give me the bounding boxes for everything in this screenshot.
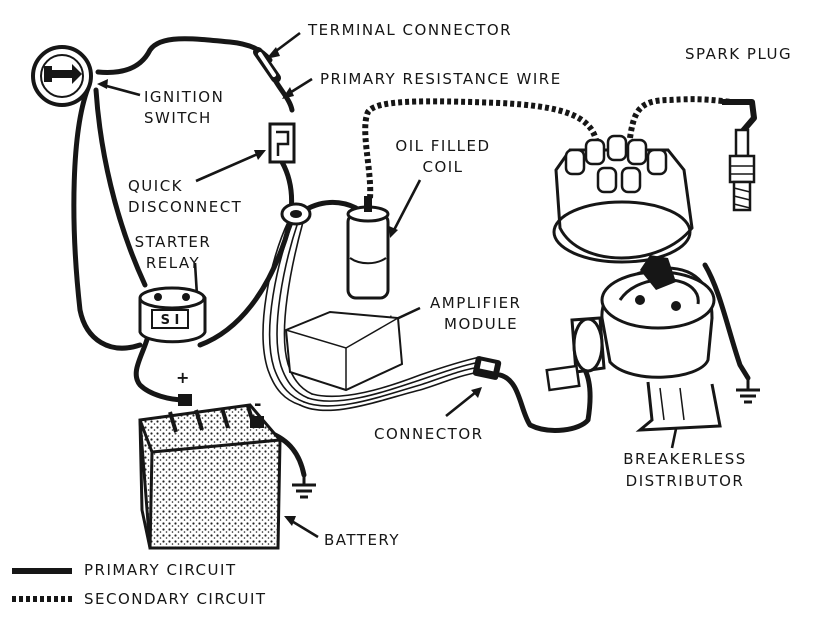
harness-connector	[472, 356, 502, 380]
amplifier-module	[284, 310, 404, 392]
resistance-wire-lower	[197, 159, 295, 348]
battery-plus-label: +	[176, 368, 190, 387]
battery-label: BATTERY	[324, 531, 401, 549]
legend-swatches	[12, 568, 72, 602]
cap-to-plug-wire	[627, 96, 733, 139]
coil-to-cap-wire	[362, 98, 599, 199]
starter-relay-label-2: RELAY	[145, 254, 201, 272]
ground-symbols	[292, 378, 760, 499]
distributor-cap	[552, 134, 694, 264]
amplifier-module-label-2: MODULE	[444, 315, 519, 333]
spark-plug-label: SPARK PLUG	[685, 45, 793, 63]
breakerless-distributor-label-1: BREAKERLESS	[623, 450, 747, 468]
distributor-ground-icon	[736, 378, 760, 404]
switch-to-relay-wire	[71, 85, 143, 351]
ignition-switch	[31, 45, 93, 107]
switch-to-terminal-wire	[95, 36, 273, 75]
starter-relay-label-1: STARTER	[134, 233, 212, 251]
battery-ground-icon	[292, 475, 316, 499]
breakerless-distributor-label-2: DISTRIBUTOR	[625, 472, 745, 490]
oil-filled-coil-label-2: COIL	[422, 158, 464, 176]
secondary-wires	[362, 96, 733, 199]
amplifier-module-label-1: AMPLIFIER	[430, 294, 522, 312]
battery-minus-label: -	[254, 394, 262, 415]
connector-label: CONNECTOR	[374, 425, 484, 443]
primary-wires	[71, 36, 751, 478]
terminal-connector	[253, 47, 281, 83]
switch-to-relay-wire-2	[93, 87, 148, 288]
relay-marking: S I	[161, 313, 180, 328]
ignition-switch-label-2: SWITCH	[144, 109, 212, 127]
connector-to-distributor-wire	[497, 367, 593, 433]
harness-grommet	[280, 202, 312, 226]
quick-disconnect-label-2: DISCONNECT	[128, 198, 243, 216]
breakerless-distributor	[545, 255, 722, 432]
ignition-switch-label-1: IGNITION	[144, 88, 225, 106]
terminal-connector-label: TERMINAL CONNECTOR	[308, 21, 513, 39]
spark-plug	[722, 99, 757, 212]
primary-resistance-wire-label: PRIMARY RESISTANCE WIRE	[320, 70, 562, 88]
oil-filled-coil	[346, 196, 390, 300]
relay-to-battery-wire	[133, 322, 188, 403]
battery	[138, 394, 282, 550]
distributor-ground-wire	[702, 262, 751, 381]
quick-disconnect	[268, 122, 296, 164]
quick-disconnect-label-1: QUICK	[128, 177, 184, 195]
legend-primary-circuit: PRIMARY CIRCUIT	[84, 561, 237, 579]
wiring-harness	[262, 221, 481, 412]
oil-filled-coil-label-1: OIL FILLED	[395, 137, 491, 155]
starter-relay: S I	[138, 286, 207, 344]
legend-secondary-circuit: SECONDARY CIRCUIT	[84, 590, 267, 608]
